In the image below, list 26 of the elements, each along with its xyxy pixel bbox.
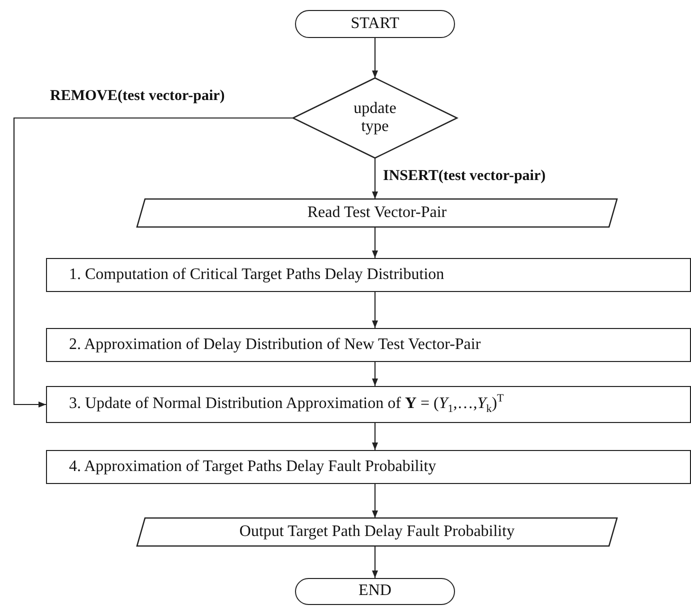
arrow bbox=[372, 292, 378, 328]
node-text: 2. Approximation of Delay Distribution of New Test Vector-Pair bbox=[69, 336, 481, 354]
process-box bbox=[46, 328, 691, 362]
node-text: Output Target Path Delay Fault Probability bbox=[239, 522, 515, 542]
terminal-box bbox=[295, 578, 455, 605]
arrow bbox=[372, 362, 378, 386]
node-text: END bbox=[358, 582, 392, 601]
terminal-box bbox=[295, 10, 455, 38]
process-box bbox=[46, 386, 691, 423]
edge-label: REMOVE(test vector-pair) bbox=[48, 88, 227, 105]
node-text: START bbox=[350, 14, 400, 34]
arrow bbox=[372, 546, 378, 578]
process-box bbox=[46, 450, 691, 484]
node-text: 1. Computation of Critical Target Paths Delay Distribution bbox=[69, 266, 444, 284]
arrow bbox=[372, 484, 378, 518]
node-text: 3. Update of Normal Distribution Approximation of Y = (Y$_{1}$,…,Y$_{k}$)$^{T}$ bbox=[69, 395, 504, 414]
arrow bbox=[372, 158, 378, 199]
node-text: 4. Approximation of Target Paths Delay Fault Probability bbox=[69, 458, 436, 476]
process-box bbox=[46, 258, 691, 292]
arrow bbox=[372, 423, 378, 450]
arrow bbox=[372, 227, 378, 258]
arrow bbox=[13, 117, 293, 408]
node-text: update type bbox=[352, 100, 398, 136]
node-text: Read Test Vector-Pair bbox=[307, 204, 447, 222]
arrow bbox=[372, 38, 378, 78]
edge-label: INSERT(test vector-pair) bbox=[381, 168, 548, 185]
